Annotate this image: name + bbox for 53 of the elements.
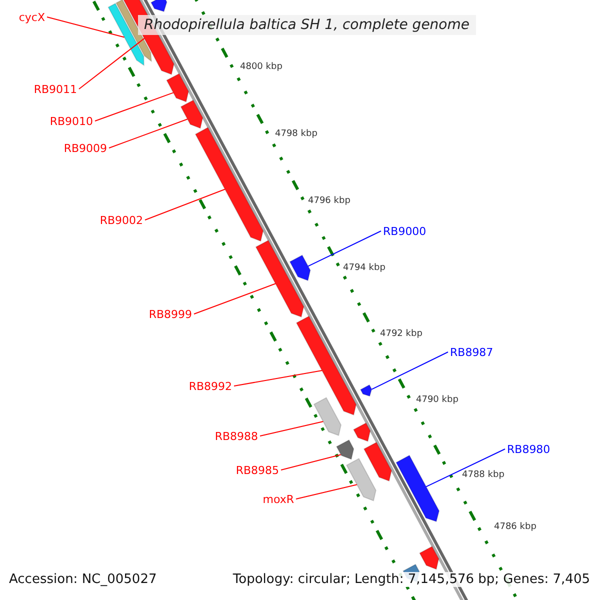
leader-line — [426, 448, 506, 488]
leader-line — [108, 118, 188, 148]
gene-block — [108, 2, 144, 66]
gene-label: moxR — [262, 493, 294, 506]
gene-label: RB8987 — [450, 346, 494, 359]
gene-label: RB8985 — [236, 464, 279, 477]
gene-block — [289, 254, 311, 282]
gene-label: RB9011 — [34, 83, 77, 96]
gene-label: RB8992 — [188, 380, 232, 393]
gene-block — [150, 0, 168, 12]
gene-label: RB8988 — [214, 430, 258, 443]
leader-line — [296, 484, 358, 500]
scale-label: 4786 kbp — [494, 522, 536, 533]
leader-line — [194, 283, 276, 314]
gene-block — [363, 442, 392, 482]
footer-text: Topology: circular; Length: 7,145,576 bp; Genes: 7,405 — [232, 572, 590, 587]
title: Rhodopirellula baltica SH 1, complete genome — [138, 15, 476, 35]
leader-line — [260, 421, 324, 436]
gene-label: RB9010 — [50, 115, 93, 128]
gene-label: RB8980 — [507, 443, 550, 456]
scale-label: 4790 kbp — [416, 395, 458, 406]
leader-line — [144, 188, 226, 220]
footer-text: Accession: NC_005027 — [9, 572, 157, 587]
leader-line — [94, 92, 174, 122]
scale-label: 4788 kbp — [462, 470, 504, 481]
scale-label: 4794 kbp — [343, 263, 386, 274]
scale-label: 4798 kbp — [275, 129, 318, 140]
gene-block — [180, 100, 204, 129]
leader-line — [78, 38, 145, 90]
leader-line — [46, 16, 125, 38]
gene-block — [419, 546, 440, 570]
leader-line — [308, 230, 382, 267]
gene-label: RB8999 — [148, 308, 192, 321]
gene-block — [352, 422, 371, 442]
scale-label: 4792 kbp — [380, 329, 422, 340]
gene-block — [194, 126, 264, 242]
scale-label: 4796 kbp — [308, 196, 350, 207]
gene-block — [336, 439, 354, 460]
gene-block — [255, 240, 304, 318]
gene-block — [346, 458, 376, 502]
leader-line — [280, 454, 342, 470]
gene-label: RB9002 — [100, 214, 143, 227]
leader-line — [234, 370, 322, 386]
gene-label: cycX — [18, 11, 45, 24]
gene-block — [396, 454, 440, 522]
gene-block — [166, 73, 190, 102]
gene-block — [313, 397, 342, 436]
scale-label: 4800 kbp — [240, 62, 282, 73]
gene-block — [296, 316, 357, 416]
gene-label: RB9009 — [64, 142, 107, 155]
gene-label: RB9000 — [383, 225, 426, 238]
gene-block — [360, 384, 372, 397]
leader-line — [371, 352, 448, 390]
